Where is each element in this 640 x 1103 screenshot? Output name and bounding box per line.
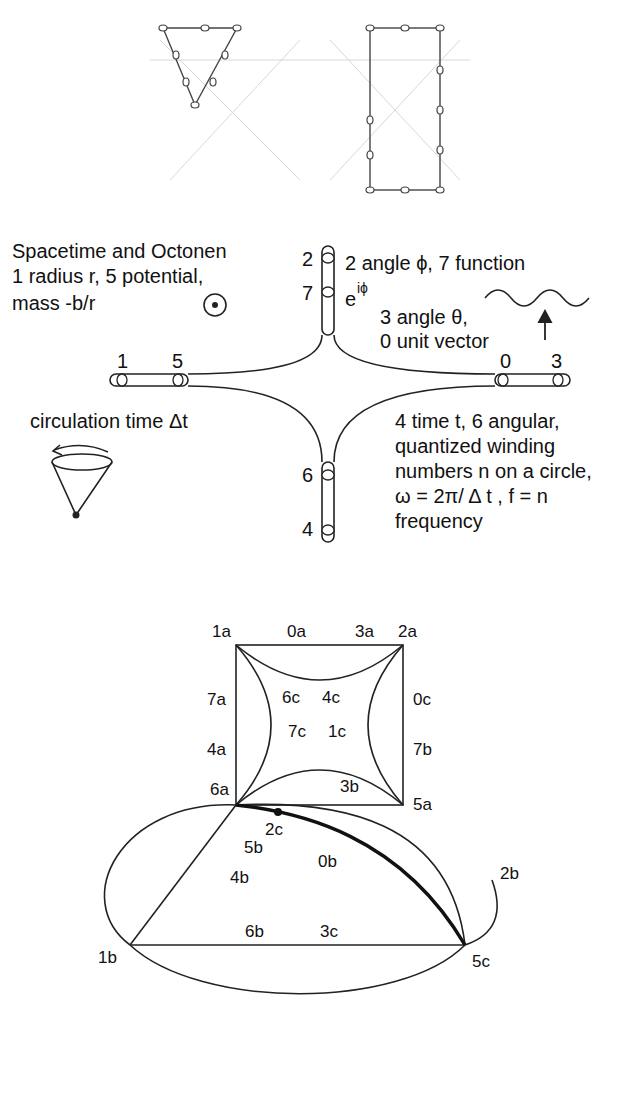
math-text: e bbox=[345, 288, 356, 311]
octonion-graph bbox=[104, 645, 497, 994]
cone-symbol bbox=[52, 445, 112, 515]
arm-circles bbox=[117, 253, 563, 535]
callout-number: 7 bbox=[302, 282, 313, 305]
edge-label: 6b bbox=[245, 922, 264, 942]
callout-number: 1 bbox=[117, 350, 128, 373]
vertex-label: 5c bbox=[472, 952, 490, 972]
callout-number: 3 bbox=[551, 350, 562, 373]
edge-label: 2c bbox=[265, 820, 283, 840]
mass-symbol bbox=[204, 294, 226, 316]
edge-label: 0b bbox=[318, 852, 337, 872]
edge-label: 3b bbox=[340, 777, 359, 797]
faint-background-lines bbox=[150, 40, 470, 180]
note-text: circulation time Δt bbox=[30, 410, 188, 433]
callout-number: 2 bbox=[302, 248, 313, 271]
note-text: mass -b/r bbox=[12, 292, 95, 315]
note-text: 1 radius r, 5 potential, bbox=[12, 265, 203, 288]
edge-label: 6c bbox=[282, 688, 300, 708]
small-circles bbox=[159, 25, 444, 193]
edge-label: 3a bbox=[355, 622, 374, 642]
edge-label: 4b bbox=[230, 868, 249, 888]
edge-label: 3c bbox=[320, 922, 338, 942]
unit-vector-arrow bbox=[539, 311, 551, 340]
vertex-label: 1a bbox=[212, 622, 231, 642]
callout-number: 0 bbox=[500, 350, 511, 373]
vertex-label: 6a bbox=[210, 780, 229, 800]
note-text: 0 unit vector bbox=[380, 330, 489, 353]
callout-number: 5 bbox=[172, 350, 183, 373]
note-text: 4 time t, 6 angular, bbox=[395, 410, 560, 433]
note-text: ω = 2π/ Δ t , f = n bbox=[395, 485, 548, 508]
vertex-label: 5a bbox=[413, 795, 432, 815]
edge-label: 7c bbox=[288, 722, 306, 742]
note-text: frequency bbox=[395, 510, 483, 533]
vertex-label: 1b bbox=[98, 948, 117, 968]
callout-number: 6 bbox=[302, 464, 313, 487]
note-text: numbers n on a circle, bbox=[395, 460, 592, 483]
edge-label: 7b bbox=[413, 740, 432, 760]
edge-label: 2b bbox=[500, 864, 519, 884]
callout-number: 4 bbox=[302, 518, 313, 541]
edge-label: 7a bbox=[207, 690, 226, 710]
cone-apex-dot bbox=[73, 512, 80, 519]
note-text: 3 angle θ, bbox=[380, 306, 468, 329]
edge-label: 0a bbox=[287, 622, 306, 642]
note-text: 2 angle ϕ, 7 function bbox=[345, 252, 525, 275]
graph-dot bbox=[274, 808, 282, 816]
vertex-label: 2a bbox=[398, 622, 417, 642]
thick-curve bbox=[236, 805, 465, 945]
math-superscript: iϕ bbox=[357, 280, 368, 296]
edge-label: 0c bbox=[413, 690, 431, 710]
edge-label: 1c bbox=[328, 722, 346, 742]
note-text: quantized winding bbox=[395, 435, 555, 458]
top-figures bbox=[163, 28, 440, 190]
edge-label: 4c bbox=[322, 688, 340, 708]
edge-label: 4a bbox=[207, 740, 226, 760]
note-text: Spacetime and Octonen bbox=[12, 240, 227, 263]
edge-label: 5b bbox=[244, 838, 263, 858]
wave-symbol bbox=[485, 290, 589, 306]
